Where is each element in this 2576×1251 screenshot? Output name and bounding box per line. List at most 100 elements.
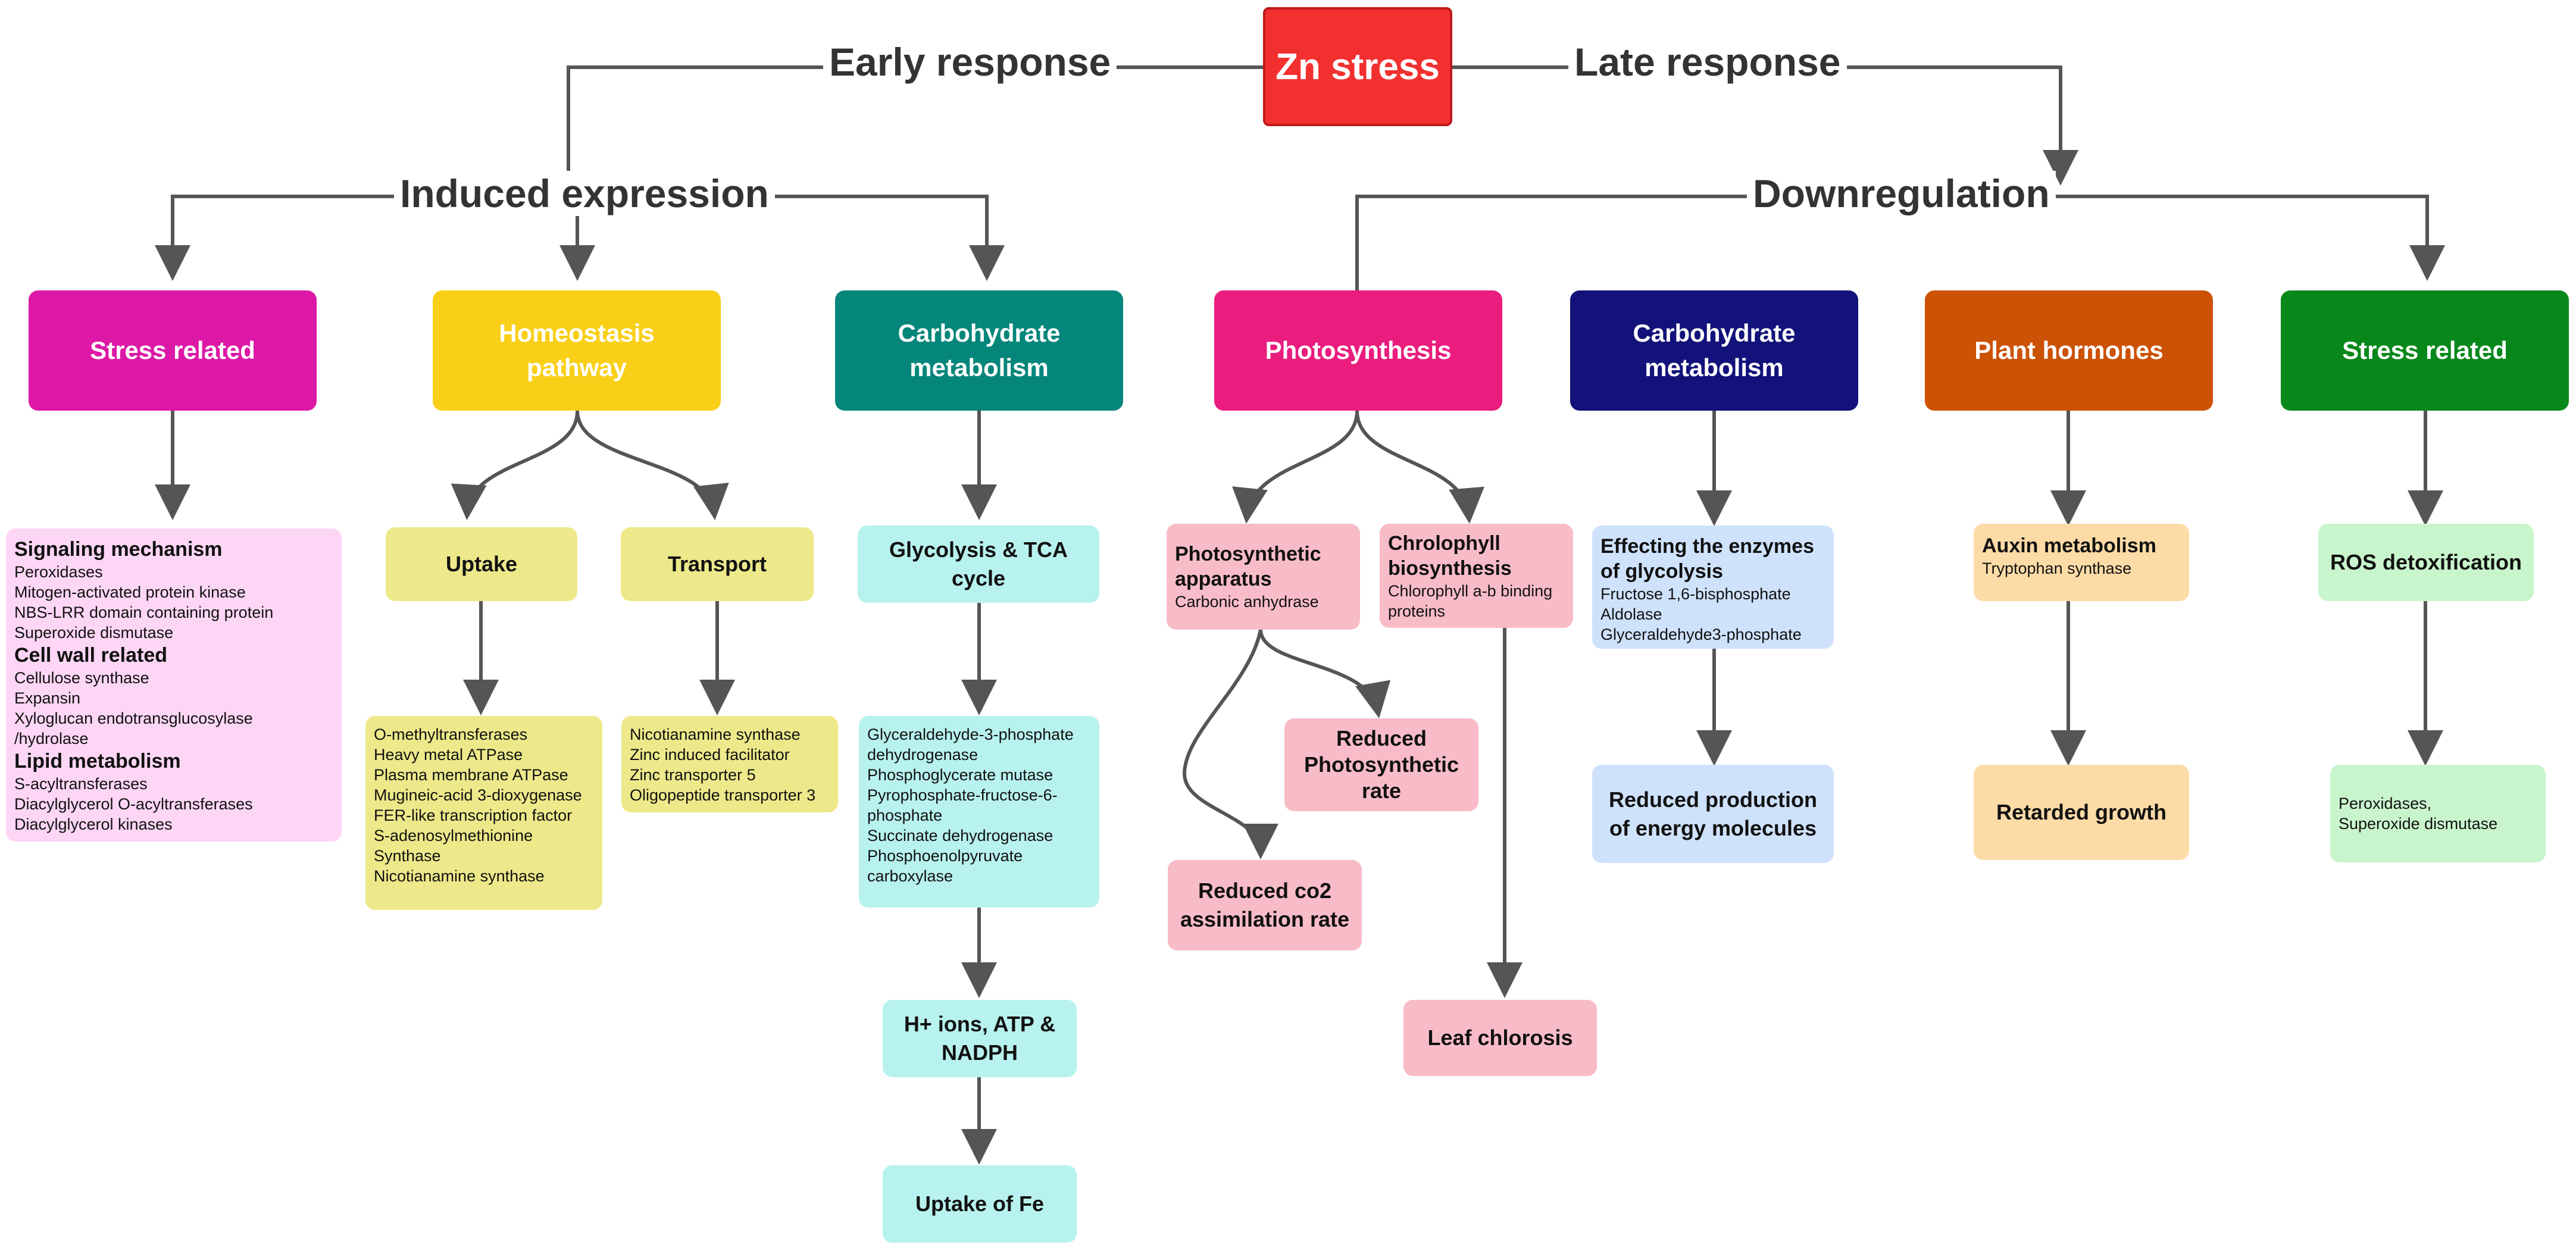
uptake-fe-label: Uptake of Fe [915, 1191, 1045, 1216]
transport-label: Transport [667, 552, 767, 576]
gene-item: Nicotianamine synthase [374, 867, 545, 885]
auxin-metabolism-node: Auxin metabolism Tryptophan synthase [1974, 524, 2189, 601]
induced-stress-related-node: Stress related [29, 290, 317, 411]
chlorophyll-biosynthesis-node: Chrolophyll biosynthesis Chlorophyll a-b… [1380, 524, 1573, 628]
zn-stress-label: Zn stress [1276, 46, 1440, 87]
retarded-growth-label: Retarded growth [1996, 800, 2167, 824]
gene-item: S-acyltransferases [14, 775, 148, 793]
homeostasis-title-line: pathway [526, 354, 627, 381]
reduced-co2-line: Reduced co2 [1198, 878, 1332, 903]
gene-item: Heavy metal ATPase [374, 746, 523, 764]
homeostasis-pathway-node: Homeostasis pathway [433, 290, 721, 411]
induced-stress-genes-list: Signaling mechanism Peroxidases Mitogen-… [6, 528, 342, 842]
carb-title-line: Carbohydrate [898, 319, 1061, 347]
section-heading: Lipid metabolism [14, 750, 181, 773]
gene-item: Xyloglucan endotransglucosylase [14, 709, 253, 727]
gene-item: phosphate [867, 806, 943, 824]
gene-item: Cellulose synthase [14, 669, 149, 687]
gene-item: Superoxide dismutase [14, 624, 174, 642]
leaf-chlorosis-node: Leaf chlorosis [1403, 1000, 1597, 1076]
chloro-title-line: Chrolophyll [1388, 531, 1500, 555]
early-response-label: Early response [823, 39, 1117, 85]
gene-item: Oligopeptide transporter 3 [630, 786, 816, 804]
down-stress-related-node: Stress related [2281, 290, 2569, 411]
enzyme-item: Aldolase [1600, 605, 1662, 623]
reduced-rate-line: rate [1361, 778, 1402, 803]
effect-title-line: of glycolysis [1600, 560, 1723, 583]
induced-expression-label: Induced expression [394, 171, 775, 216]
gene-item: Expansin [14, 689, 81, 707]
section-heading: Cell wall related [14, 644, 167, 667]
ros-label: ROS detoxification [2330, 550, 2522, 574]
ions-line: H+ ions, ATP & [904, 1012, 1056, 1036]
gene-item: S-adenosylmethionine [374, 827, 533, 845]
gene-item: dehydrogenase [867, 746, 978, 764]
glycolysis-line: cycle [951, 566, 1006, 590]
plant-hormones-node: Plant hormones [1925, 290, 2213, 411]
photosynthesis-title: Photosynthesis [1265, 336, 1452, 364]
effect-title-line: Effecting the enzymes [1600, 535, 1814, 558]
down-carbohydrate-node: Carbohydrate metabolism [1570, 290, 1858, 411]
section-heading: Signaling mechanism [14, 538, 223, 561]
gene-item: O-methyltransferases [374, 725, 528, 743]
gene-item: carboxylase [867, 867, 954, 885]
reduced-co2-assimilation-node: Reduced co2 assimilation rate [1168, 860, 1362, 950]
zn-stress-node: Zn stress [1263, 7, 1452, 126]
gene-item: Peroxidases, [2339, 795, 2432, 812]
gene-item: FER-like transcription factor [374, 806, 573, 824]
apparatus-title-line: apparatus [1175, 568, 1272, 590]
photosynthetic-apparatus-node: Photosynthetic apparatus Carbonic anhydr… [1167, 524, 1360, 630]
uptake-node: Uptake [386, 527, 577, 601]
gene-item: Diacylglycerol kinases [14, 815, 173, 833]
photosynthesis-node: Photosynthesis [1214, 290, 1502, 411]
uptake-label: Uptake [445, 552, 518, 576]
retarded-growth-node: Retarded growth [1974, 765, 2189, 860]
chloro-detail-line: proteins [1388, 602, 1446, 620]
gene-item: Nicotianamine synthase [630, 725, 801, 743]
glycolysis-tca-node: Glycolysis & TCA cycle [858, 526, 1099, 603]
gene-item: Zinc induced facilitator [630, 746, 790, 764]
energy-line: Reduced production [1609, 787, 1817, 812]
leaf-chlorosis-label: Leaf chlorosis [1427, 1025, 1573, 1050]
glycolysis-enzymes-list: Glyceraldehyde-3-phosphate dehydrogenase… [859, 716, 1099, 908]
ros-detoxification-node: ROS detoxification [2318, 524, 2534, 601]
carb-down-title-line: metabolism [1645, 354, 1784, 381]
gene-item: Phosphoenolpyruvate [867, 847, 1023, 865]
gene-item: Zinc transporter 5 [630, 766, 756, 784]
glycolysis-line: Glycolysis & TCA [889, 537, 1068, 562]
gene-item: /hydrolase [14, 730, 89, 748]
downregulation-label: Downregulation [1747, 171, 2056, 216]
ros-genes-list: Peroxidases, Superoxide dismutase [2330, 765, 2546, 862]
ions-line: NADPH [941, 1040, 1018, 1065]
chloro-title-line: biosynthesis [1388, 556, 1512, 580]
glycolysis-enzymes-effect-node: Effecting the enzymes of glycolysis Fruc… [1592, 526, 1834, 649]
ions-atp-nadph-node: H+ ions, ATP & NADPH [883, 1000, 1077, 1077]
reduced-energy-production-node: Reduced production of energy molecules [1592, 765, 1834, 863]
transport-node: Transport [621, 527, 814, 601]
reduced-photosynthetic-rate-node: Reduced Photosynthetic rate [1284, 718, 1478, 811]
plant-hormones-title: Plant hormones [1974, 336, 2164, 364]
induced-stress-related-title: Stress related [90, 336, 255, 364]
gene-item: Glyceraldehyde-3-phosphate [867, 725, 1074, 743]
uptake-genes-list: O-methyltransferases Heavy metal ATPase … [365, 716, 602, 910]
gene-item: NBS-LRR domain containing protein [14, 603, 274, 621]
late-response-label: Late response [1568, 39, 1847, 85]
transport-genes-list: Nicotianamine synthase Zinc induced faci… [621, 716, 838, 812]
gene-item: Mitogen-activated protein kinase [14, 583, 246, 601]
energy-line: of energy molecules [1609, 815, 1817, 840]
induced-carbohydrate-node: Carbohydrate metabolism [835, 290, 1123, 411]
auxin-detail: Tryptophan synthase [1982, 559, 2132, 577]
gene-item: Phosphoglycerate mutase [867, 766, 1053, 784]
auxin-title: Auxin metabolism [1982, 534, 2156, 557]
apparatus-detail: Carbonic anhydrase [1175, 593, 1319, 611]
carb-down-title-line: Carbohydrate [1633, 319, 1796, 347]
gene-item: Pyrophosphate-fructose-6- [867, 786, 1058, 804]
carb-title-line: metabolism [909, 354, 1049, 381]
gene-item: Peroxidases [14, 563, 103, 581]
gene-item: Plasma membrane ATPase [374, 766, 568, 784]
gene-item: Superoxide dismutase [2339, 815, 2498, 833]
gene-item: Mugineic-acid 3-dioxygenase [374, 786, 582, 804]
down-stress-related-title: Stress related [2342, 336, 2508, 364]
apparatus-title-line: Photosynthetic [1175, 543, 1321, 565]
gene-item: Synthase [374, 847, 441, 865]
